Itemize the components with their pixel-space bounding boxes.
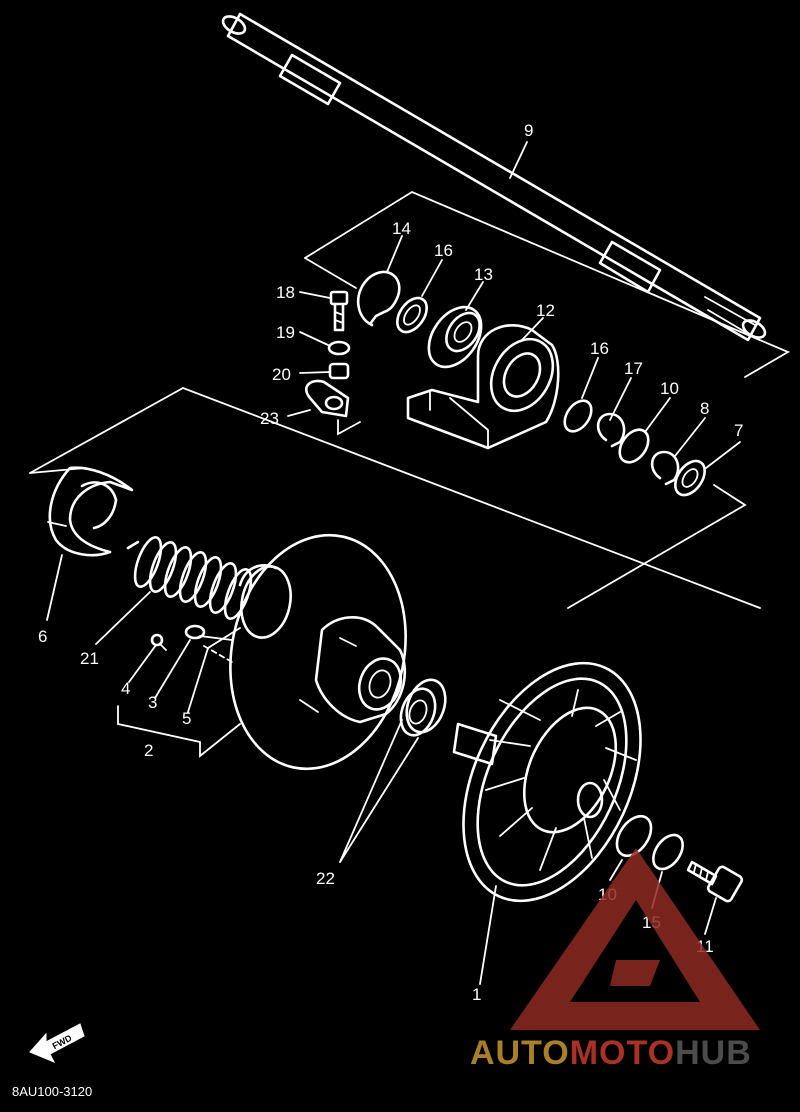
clamp-23 <box>305 379 361 436</box>
bearing-bracket-13 <box>406 324 560 450</box>
callout-20: 20 <box>272 365 291 384</box>
bolt-11 <box>686 860 744 903</box>
callout-2: 2 <box>144 741 153 760</box>
callout-18: 18 <box>276 283 295 302</box>
washer-16-upper <box>396 296 428 334</box>
callout-4: 4 <box>121 679 130 698</box>
callout-21: 21 <box>80 649 99 668</box>
circlip-17 <box>596 412 626 448</box>
callout-7: 7 <box>734 421 743 440</box>
part-callouts: 9 14 16 13 12 16 17 10 8 7 18 19 20 23 6… <box>38 121 743 1004</box>
brand-hub: HUB <box>675 1034 752 1072</box>
spring-21 <box>126 536 253 620</box>
callout-16-upper: 16 <box>434 241 453 260</box>
fixed-sheave-1 <box>452 661 642 903</box>
brand-moto: MOTO <box>570 1034 675 1072</box>
callout-19: 19 <box>276 323 295 342</box>
automotohub-watermark: AUTOMOTOHUB <box>470 848 760 1072</box>
bearing-14 <box>427 305 483 369</box>
screw-4 <box>150 633 167 651</box>
bolt-18 <box>329 290 349 332</box>
washer-10-lower <box>615 814 653 858</box>
watermark-logo-triangle <box>510 848 760 1030</box>
callout-15: 14 <box>392 219 411 238</box>
washer-7 <box>674 459 706 497</box>
callout-16-lower: 16 <box>590 339 609 358</box>
callout-5: 5 <box>182 709 191 728</box>
callout-10-upper: 10 <box>660 379 679 398</box>
brand-auto: AUTO <box>470 1034 570 1072</box>
callout-9: 9 <box>524 121 533 140</box>
cam-weight-6 <box>47 466 134 557</box>
callout-13: 12 <box>536 301 555 320</box>
circlip-8 <box>650 450 680 486</box>
drawing-code: 8AU100-3120 <box>12 1084 92 1099</box>
callout-23: 23 <box>260 409 279 428</box>
primary-shaft <box>221 12 767 342</box>
callout-3: 3 <box>148 693 157 712</box>
washer-10-upper <box>618 428 650 464</box>
callout-14: 13 <box>474 265 493 284</box>
leader-lines <box>46 141 741 985</box>
pin-5 <box>199 635 233 641</box>
washer-12 <box>652 833 684 871</box>
callout-1: 1 <box>472 985 481 1004</box>
washer-19 <box>327 340 351 356</box>
callout-6: 6 <box>38 627 47 646</box>
weight-3 <box>184 624 206 640</box>
nut-20 <box>328 362 350 380</box>
forward-direction-badge: FWD <box>29 1023 85 1063</box>
clutch-group-outline <box>29 387 761 609</box>
svg-text:AUTOMOTOHUB: AUTOMOTOHUB <box>470 1034 752 1072</box>
bushing-22 <box>399 678 447 737</box>
callout-22: 22 <box>316 869 335 888</box>
callout-8: 8 <box>700 399 709 418</box>
circlip-15 <box>356 270 401 327</box>
washer-16-lower <box>563 399 593 433</box>
bracket-group-outline <box>304 190 791 378</box>
callout-17: 17 <box>624 359 643 378</box>
movable-sheave-2 <box>229 533 407 771</box>
